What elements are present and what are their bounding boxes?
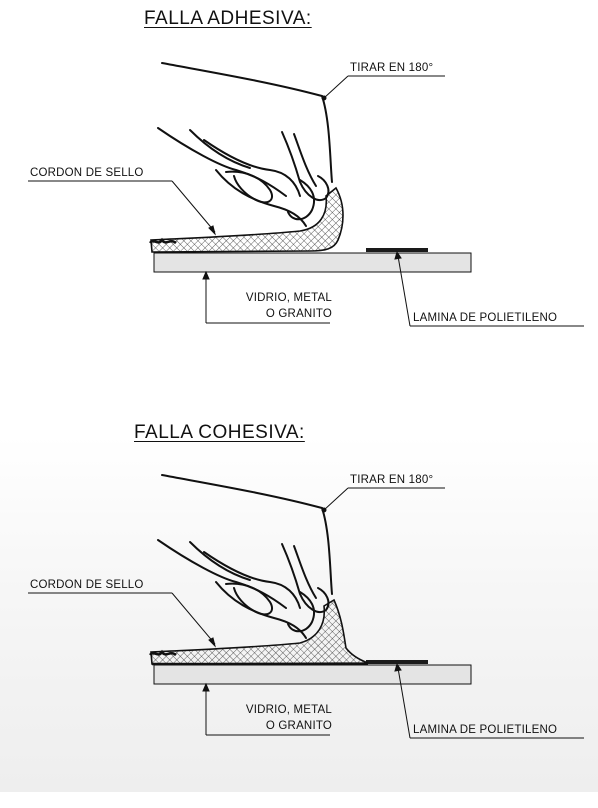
substrate-label-line1: VIDRIO, METAL [222,704,332,716]
hand-drawing [158,475,332,638]
hand-drawing [158,63,332,226]
panel-title: FALLA COHESIVA: [134,422,305,444]
sealant-bead [151,600,368,664]
pull-leader [322,488,445,512]
pull-label: TIRAR EN 180° [350,474,433,486]
adhesive-diagram [0,0,598,396]
bead-leader [28,181,215,234]
sealant-fuzz [150,240,176,243]
substrate-label-line2: O GRANITO [222,720,332,732]
film-label: LAMINA DE POLIETILENO [413,724,557,736]
sealant-fuzz [150,652,176,655]
substrate-plate [154,253,471,272]
bead-label: CORDON DE SELLO [30,579,144,591]
panel-title: FALLA ADHESIVA: [144,8,312,30]
pull-label: TIRAR EN 180° [350,62,433,74]
substrate-plate [154,665,471,684]
panel-adhesive-failure: FALLA ADHESIVA: TIRAR EN 180° CORDON DE … [0,0,598,396]
bead-leader [28,593,215,646]
film-label: LAMINA DE POLIETILENO [413,312,557,324]
pull-leader [322,76,445,100]
panel-cohesive-failure: FALLA COHESIVA: TIRAR EN 180° CORDON DE … [0,412,598,808]
substrate-label-line1: VIDRIO, METAL [222,292,332,304]
bead-label: CORDON DE SELLO [30,167,144,179]
substrate-label-line2: O GRANITO [222,308,332,320]
